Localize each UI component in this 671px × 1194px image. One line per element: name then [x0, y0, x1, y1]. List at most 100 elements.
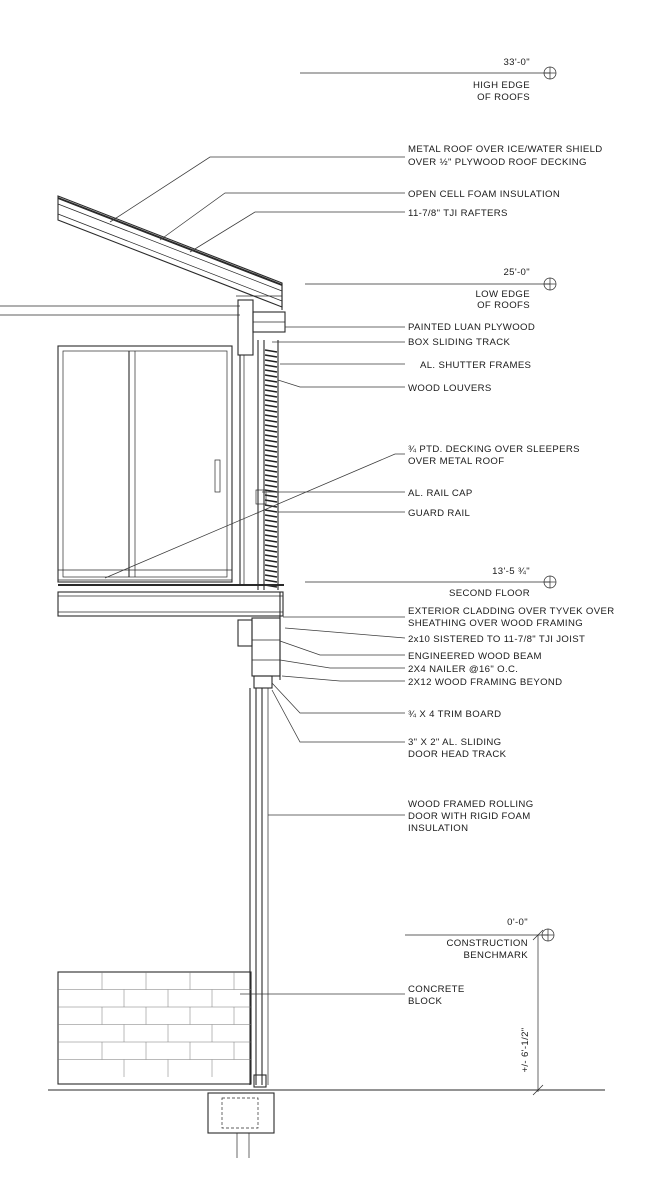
louver-slat — [264, 524, 278, 528]
callout-open-cell-foam: OPEN CELL FOAM INSULATION — [408, 189, 560, 200]
elevation-caption: HIGH EDGE — [473, 80, 530, 91]
wood-louvers — [264, 349, 278, 588]
footing — [48, 1089, 605, 1158]
callout-text: CONCRETE — [408, 984, 465, 995]
elevation-caption: LOW EDGE — [475, 289, 530, 300]
louver-slat — [264, 529, 278, 533]
elevation-marker-benchmark: 0'-0" CONSTRUCTION BENCHMARK — [405, 917, 555, 961]
louver-slat — [264, 514, 278, 518]
elevation-caption: SECOND FLOOR — [449, 588, 530, 599]
louver-slat — [264, 439, 278, 443]
second-floor-assembly — [57, 584, 284, 689]
callout-trim-board: ¾ X 4 TRIM BOARD — [408, 709, 501, 720]
callout-text: DOOR WITH RIGID FOAM — [408, 811, 531, 822]
roof-assembly — [0, 195, 283, 316]
callout-wood-beam: ENGINEERED WOOD BEAM — [408, 651, 542, 662]
callout-head-track: 3" X 2" AL. SLIDING DOOR HEAD TRACK — [408, 737, 507, 760]
louver-slat — [264, 359, 278, 363]
louver-slat — [264, 354, 278, 358]
louver-slat — [264, 404, 278, 408]
sliding-door-upper — [57, 345, 233, 583]
louver-slat — [264, 424, 278, 428]
callout-ptd-decking: ¾ PTD. DECKING OVER SLEEPERS OVER METAL … — [408, 444, 580, 467]
elevation-marker-second-floor: 13'-5 ¾" SECOND FLOOR — [305, 566, 557, 599]
louver-slat — [264, 549, 278, 553]
louver-slat — [264, 369, 278, 373]
callout-wood-louvers: WOOD LOUVERS — [408, 383, 492, 394]
louver-slat — [264, 504, 278, 508]
callout-luan-plywood: PAINTED LUAN PLYWOOD — [408, 322, 535, 333]
louver-slat — [264, 494, 278, 498]
louver-slat — [264, 579, 278, 583]
upper-story-wall — [237, 299, 286, 590]
louver-slat — [264, 484, 278, 488]
louver-slat — [264, 469, 278, 473]
callout-text: DOOR HEAD TRACK — [408, 749, 507, 760]
elevation-value: 33'-0" — [503, 57, 530, 68]
louver-slat — [264, 459, 278, 463]
louver-slat — [264, 559, 278, 563]
callout-text: BLOCK — [408, 996, 443, 1007]
louver-slat — [264, 539, 278, 543]
elevation-caption: BENCHMARK — [464, 950, 529, 961]
callout-text: SHEATHING OVER WOOD FRAMING — [408, 618, 583, 629]
elevation-value: 0'-0" — [507, 917, 528, 928]
dimension-line: +/- 6'-1/2" — [520, 929, 544, 1096]
callout-text: OVER ½" PLYWOOD ROOF DECKING — [408, 157, 587, 168]
concrete-block-wall — [57, 971, 252, 1085]
louver-slat — [264, 444, 278, 448]
louver-slat — [264, 389, 278, 393]
elevation-marker-high-edge: 33'-0" HIGH EDGE OF ROOFS — [300, 57, 557, 103]
louver-slat — [264, 409, 278, 413]
callout-box-sliding-track: BOX SLIDING TRACK — [408, 337, 511, 348]
louver-slat — [264, 374, 278, 378]
louver-slat — [264, 534, 278, 538]
callout-text: OVER METAL ROOF — [408, 456, 504, 467]
louver-slat — [264, 449, 278, 453]
leader-lines — [104, 156, 406, 995]
louver-slat — [264, 394, 278, 398]
louver-slat — [264, 464, 278, 468]
elevation-marker-low-edge: 25'-0" LOW EDGE OF ROOFS — [305, 267, 557, 311]
callout-guard-rail: GUARD RAIL — [408, 508, 470, 519]
callout-concrete-block: CONCRETE BLOCK — [408, 984, 465, 1007]
louver-slat — [264, 419, 278, 423]
callout-text: EXTERIOR CLADDING OVER TYVEK OVER — [408, 606, 615, 617]
louver-slat — [264, 349, 278, 353]
rolling-door — [249, 688, 269, 1088]
louver-slat — [264, 479, 278, 483]
callout-nailer: 2X4 NAILER @16" O.C. — [408, 664, 518, 675]
callout-text: ¾ PTD. DECKING OVER SLEEPERS — [408, 444, 580, 455]
callout-text: WOOD FRAMED ROLLING — [408, 799, 534, 810]
louver-slat — [264, 384, 278, 388]
elevation-value: 25'-0" — [503, 267, 530, 278]
louver-slat — [264, 379, 278, 383]
callout-tji-rafters: 11-7/8" TJI RAFTERS — [408, 208, 508, 219]
elevation-caption: CONSTRUCTION — [447, 938, 528, 949]
louver-slat — [264, 509, 278, 513]
callout-text: INSULATION — [408, 823, 468, 834]
callout-text: 3" X 2" AL. SLIDING — [408, 737, 501, 748]
louver-slat — [264, 429, 278, 433]
callout-sistered-joist: 2x10 SISTERED TO 11-7/8" TJI JOIST — [408, 634, 585, 645]
callout-rolling-door: WOOD FRAMED ROLLING DOOR WITH RIGID FOAM… — [408, 799, 534, 834]
callout-metal-roof: METAL ROOF OVER ICE/WATER SHIELD OVER ½"… — [408, 144, 603, 168]
elevation-value: 13'-5 ¾" — [492, 566, 530, 577]
louver-slat — [264, 574, 278, 578]
louver-slat — [264, 454, 278, 458]
louver-slat — [264, 499, 278, 503]
louver-slat — [264, 474, 278, 478]
louver-slat — [264, 544, 278, 548]
callout-shutter-frames: AL. SHUTTER FRAMES — [420, 360, 531, 371]
callout-exterior-cladding: EXTERIOR CLADDING OVER TYVEK OVER SHEATH… — [408, 606, 615, 629]
louver-slat — [264, 399, 278, 403]
louver-slat — [264, 569, 278, 573]
louver-slat — [264, 564, 278, 568]
louver-slat — [264, 414, 278, 418]
callout-text: METAL ROOF OVER ICE/WATER SHIELD — [408, 144, 603, 155]
louver-slat — [264, 519, 278, 523]
callout-framing-beyond: 2X12 WOOD FRAMING BEYOND — [408, 677, 562, 688]
louver-slat — [264, 554, 278, 558]
elevation-caption: OF ROOFS — [477, 300, 530, 311]
